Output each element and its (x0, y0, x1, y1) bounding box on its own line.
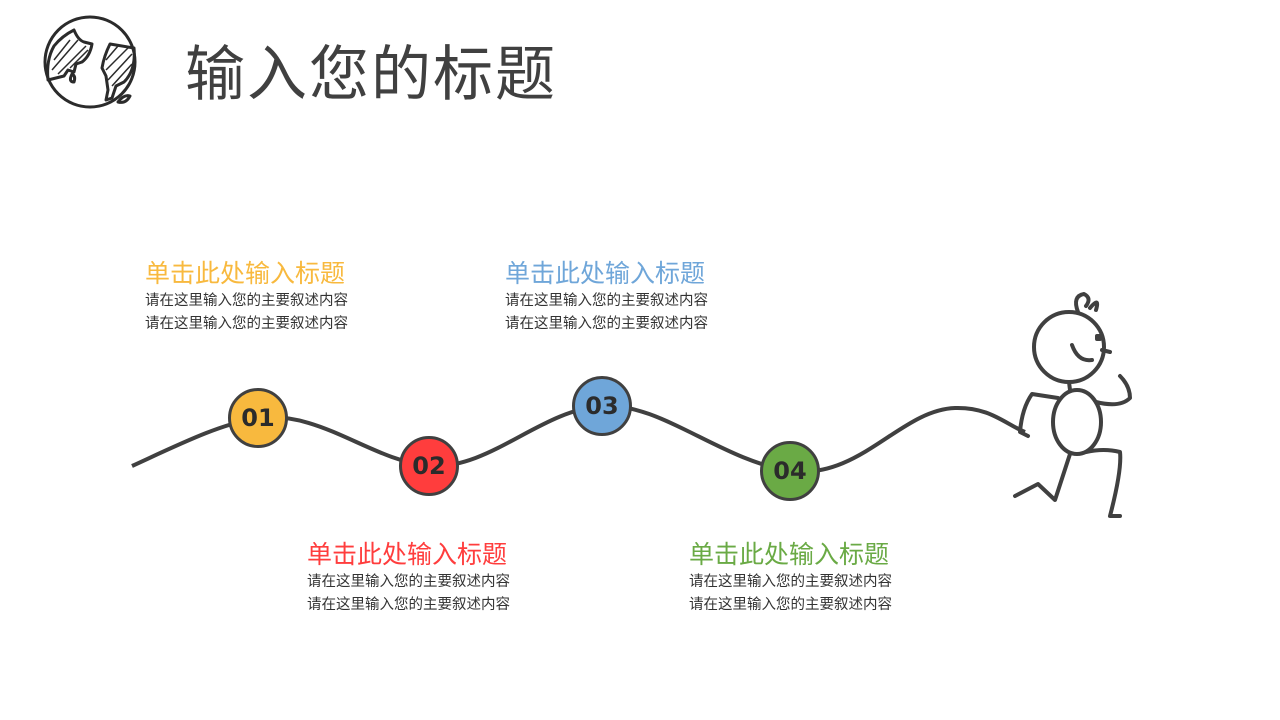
step-marker-01: 01 (228, 388, 288, 448)
step-04-text: 单击此处输入标题 请在这里输入您的主要叙述内容 请在这里输入您的主要叙述内容 (689, 539, 892, 617)
step-description: 请在这里输入您的主要叙述内容 (145, 293, 348, 309)
step-heading[interactable]: 单击此处输入标题 (505, 259, 706, 288)
running-figure (1013, 292, 1132, 518)
step-marker-03: 03 (572, 376, 632, 436)
step-03-text: 单击此处输入标题 请在这里输入您的主要叙述内容 请在这里输入您的主要叙述内容 (505, 258, 708, 336)
step-marker-02: 02 (399, 436, 459, 496)
step-description: 请在这里输入您的主要叙述内容 (307, 597, 510, 613)
step-marker-04: 04 (760, 441, 820, 501)
step-description: 请在这里输入您的主要叙述内容 (145, 316, 348, 332)
step-heading[interactable]: 单击此处输入标题 (689, 540, 890, 569)
step-description: 请在这里输入您的主要叙述内容 (505, 293, 708, 309)
page-title: 输入您的标题 (185, 40, 557, 110)
step-description: 请在这里输入您的主要叙述内容 (505, 316, 708, 332)
step-heading[interactable]: 单击此处输入标题 (145, 259, 346, 288)
step-description: 请在这里输入您的主要叙述内容 (689, 597, 892, 613)
step-description: 请在这里输入您的主要叙述内容 (307, 574, 510, 590)
step-01-text: 单击此处输入标题 请在这里输入您的主要叙述内容 请在这里输入您的主要叙述内容 (145, 258, 348, 336)
step-heading[interactable]: 单击此处输入标题 (307, 540, 508, 569)
step-02-text: 单击此处输入标题 请在这里输入您的主要叙述内容 请在这里输入您的主要叙述内容 (307, 539, 510, 617)
step-description: 请在这里输入您的主要叙述内容 (689, 574, 892, 590)
globe-icon (43, 15, 137, 109)
